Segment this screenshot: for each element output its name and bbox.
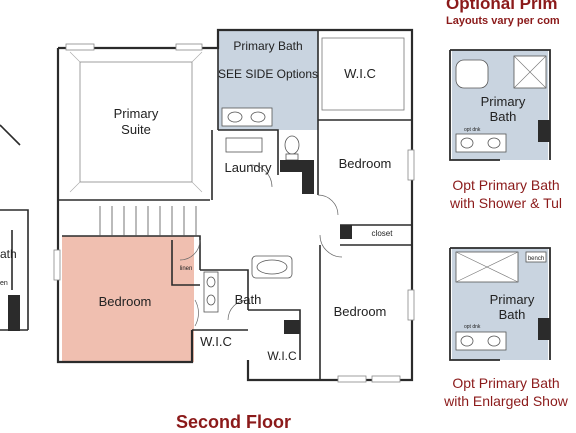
door-swings	[179, 164, 343, 327]
windows	[53, 43, 415, 383]
tray-ceiling	[79, 61, 193, 183]
closet-label: closet	[372, 229, 394, 238]
wic-top-label: W.I.C	[344, 66, 376, 81]
option-2-caption: Opt Primary Bath with Enlarged Show	[436, 374, 576, 410]
solid-wall-blocks	[8, 160, 352, 334]
option-2-bench-label: bench	[528, 256, 544, 262]
interior-walls	[58, 30, 412, 380]
option-2-caption-line2: with Enlarged Show	[444, 393, 568, 409]
left-partial-small-label: en	[0, 280, 8, 287]
primary-bath-label: Primary Bath	[233, 39, 302, 53]
linen-label: linen	[180, 266, 193, 272]
bedroom-left-label: Bedroom	[99, 294, 152, 309]
left-partial-label: ath	[0, 247, 17, 261]
option-1-caption: Opt Primary Bath with Shower & Tul	[436, 176, 576, 212]
bath-fixtures	[203, 107, 300, 313]
wic-bottom-label: W.I.C	[267, 349, 297, 363]
options-subheading: Layouts vary per com	[446, 15, 560, 27]
bedroom-right-bottom-label: Bedroom	[334, 304, 387, 319]
bedroom-right-top-label: Bedroom	[339, 156, 392, 171]
bath-label: Bath	[235, 292, 262, 307]
option-2-room-line2: Bath	[499, 307, 526, 322]
option-plan-1	[449, 49, 551, 161]
tray-diagonals	[69, 51, 203, 193]
wic-left-label: W.I.C	[200, 334, 232, 349]
floor-title: Second Floor	[176, 412, 292, 432]
option-1-caption-line2: with Shower & Tul	[449, 195, 563, 211]
left-partial-plan	[0, 124, 29, 331]
option-1-small-label: opt dnk	[464, 127, 481, 133]
option-1-room-line2: Bath	[490, 109, 517, 124]
see-side-options-label: SEE SIDE Options	[218, 67, 318, 81]
primary-suite-label-2: Suite	[121, 122, 151, 137]
laundry-label: Laundry	[225, 160, 272, 175]
stairs	[99, 206, 197, 236]
option-2-caption-line1: Opt Primary Bath	[452, 375, 560, 391]
primary-suite-label-1: Primary	[114, 106, 159, 121]
option-plan-2	[449, 247, 551, 361]
option-2-room-line1: Primary	[490, 292, 535, 307]
option-1-caption-line1: Opt Primary Bath	[452, 177, 560, 193]
options-heading: Optional Prim	[446, 0, 558, 13]
option-1-room-line1: Primary	[481, 94, 526, 109]
wic-top-shelving	[321, 37, 405, 111]
option-2-small-label: opt dnk	[464, 324, 481, 330]
